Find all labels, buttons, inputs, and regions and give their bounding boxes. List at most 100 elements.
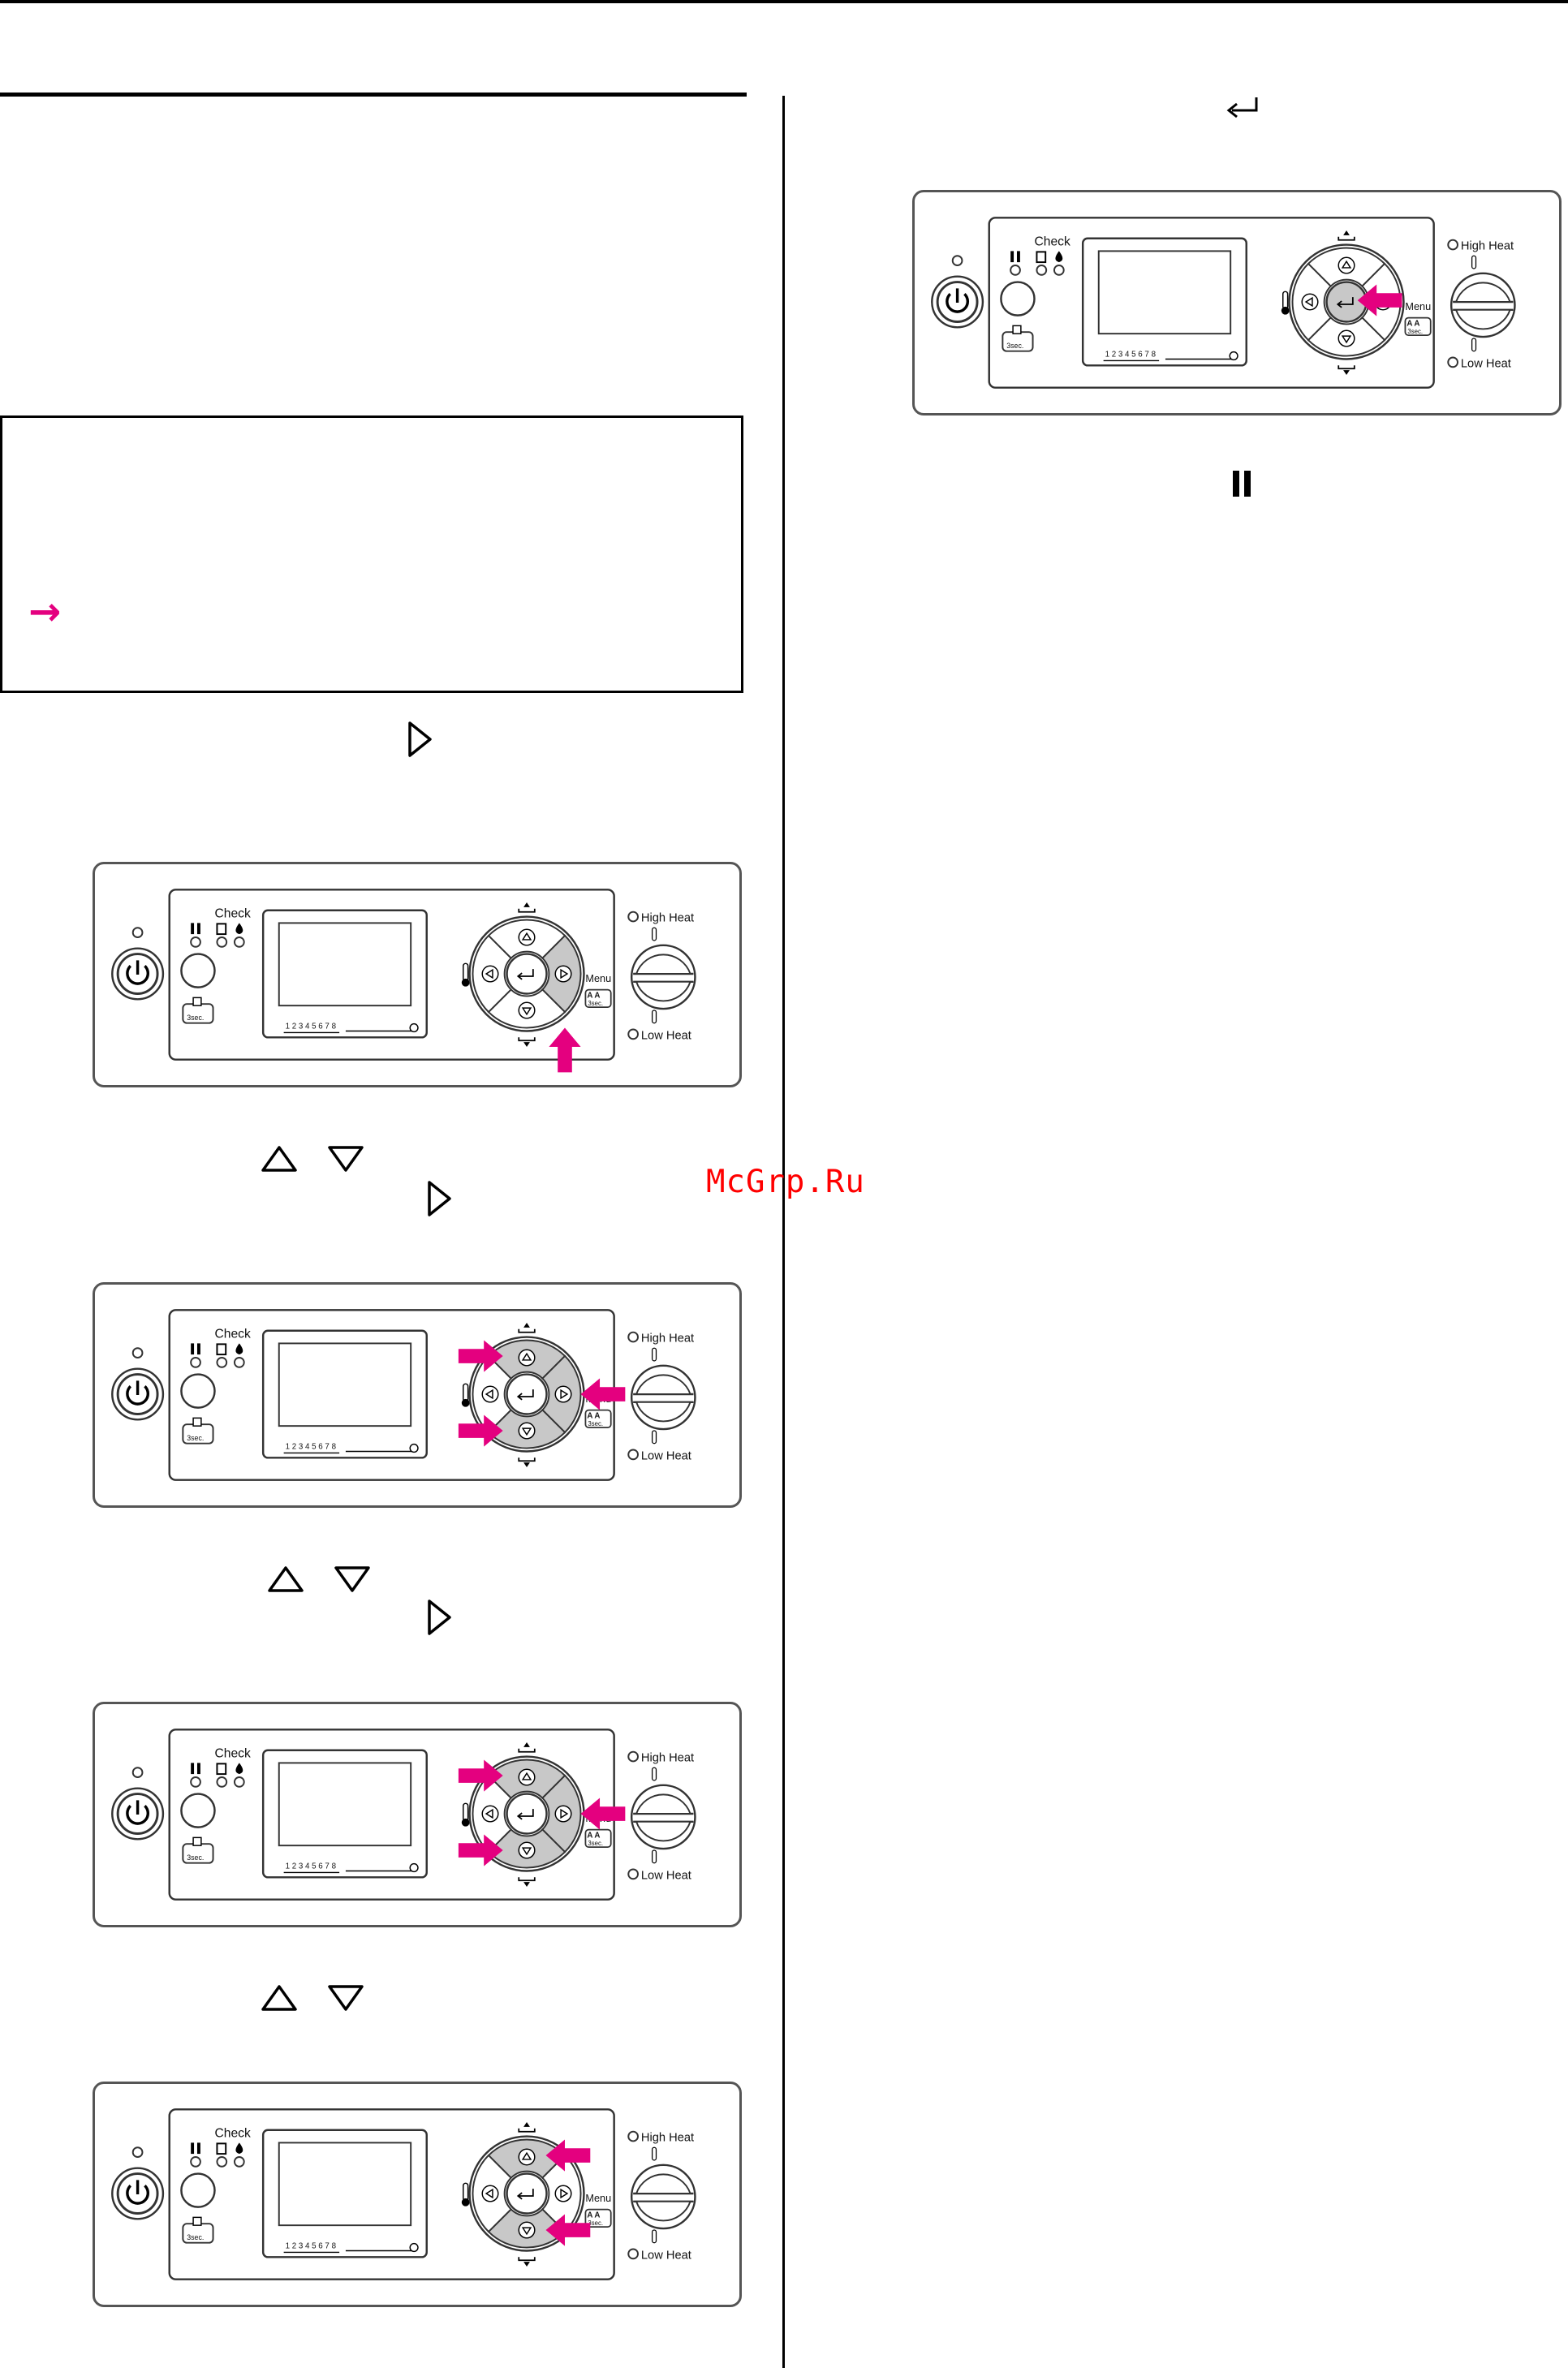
left-button-icon	[481, 2185, 499, 2202]
pause-button	[180, 1793, 216, 1828]
roll-down-arrow	[1343, 370, 1350, 376]
high-heat-led	[627, 1331, 639, 1343]
ink-led	[233, 2156, 245, 2168]
roll-up-icon	[518, 2128, 536, 2133]
aa-label: A A	[587, 1411, 600, 1420]
heater-down-half	[635, 1401, 691, 1423]
right-triangle-icon	[408, 721, 432, 757]
power-icon	[126, 2185, 149, 2205]
ink-led	[1053, 265, 1065, 276]
menu-button	[584, 988, 612, 1008]
up-triangle-icon	[261, 1146, 297, 1172]
three-sec-label: 3sec.	[187, 1434, 204, 1442]
thermometer-bulb	[461, 978, 470, 987]
down-triangle-icon	[521, 1847, 532, 1856]
thermometer-bulb	[461, 1398, 470, 1407]
up-triangle-icon	[261, 1985, 297, 2011]
menu-button	[584, 2208, 612, 2228]
pink-arrow-icon	[458, 1340, 503, 1372]
paper-led	[216, 936, 228, 948]
power-icon	[126, 1805, 149, 1825]
ink-drop-icon	[1055, 251, 1063, 263]
trash-icon	[192, 1836, 202, 1846]
high-heat-led	[627, 911, 639, 923]
high-heat-led	[627, 2130, 639, 2142]
lcd-screen	[278, 1342, 412, 1427]
up-triangle-icon	[521, 2151, 532, 2160]
paper-icon	[216, 1763, 227, 1776]
pause-button	[180, 953, 216, 988]
up-triangle-icon	[521, 1772, 532, 1780]
power-icon	[126, 1385, 149, 1406]
ink-led	[233, 1357, 245, 1368]
power-led	[951, 255, 963, 266]
pink-arrow-icon	[1357, 284, 1402, 316]
ink-drop-icon	[235, 923, 243, 935]
heat-down-icon	[651, 1430, 657, 1444]
menu-label: Menu	[585, 2192, 611, 2204]
high-heat-label: High Heat	[1461, 239, 1514, 252]
indicator-scale: 1 2 3 4 5 6 7 8	[286, 1023, 336, 1031]
ink-drop-icon	[235, 1763, 243, 1775]
right-triangle-icon	[428, 1599, 451, 1635]
high-heat-label: High Heat	[641, 2131, 694, 2144]
note-arrow-icon: →	[28, 589, 62, 635]
indicator-scale: 1 2 3 4 5 6 7 8	[1105, 351, 1156, 360]
down-button-icon	[1338, 329, 1355, 347]
paper-led	[216, 1776, 228, 1788]
note-box: →	[0, 415, 743, 693]
heater-up-half	[1454, 282, 1511, 303]
pink-arrow-icon	[549, 1027, 581, 1073]
heater-down-half	[635, 980, 691, 1002]
thermometer-bulb	[461, 2198, 470, 2207]
pause-led-icon	[1016, 251, 1020, 263]
heater-up-half	[635, 1374, 691, 1395]
up-triangle-icon	[268, 1566, 304, 1592]
three-sec-label: 3sec.	[1006, 342, 1023, 350]
paper-icon	[216, 1343, 227, 1356]
low-heat-led	[627, 1868, 639, 1880]
pause-led-icon	[191, 1343, 195, 1355]
right-button-icon	[554, 2185, 572, 2202]
pause-led-icon	[196, 1343, 200, 1355]
aa-label: A A	[587, 991, 600, 1000]
lcd-screen	[278, 2142, 412, 2227]
heat-up-icon	[651, 2146, 657, 2161]
enter-icon	[519, 969, 534, 977]
left-button-icon	[481, 1385, 499, 1403]
enter-icon-head	[516, 2192, 523, 2200]
column-divider	[782, 96, 785, 2368]
up-button-icon	[518, 1768, 536, 1786]
low-heat-led	[627, 1028, 639, 1040]
power-icon	[126, 965, 149, 985]
take-up-indicator	[409, 2242, 419, 2253]
pause-led-icon	[1010, 251, 1014, 263]
roll-down-icon	[1338, 365, 1355, 370]
menu-three-sec-label: 3sec.	[588, 2219, 603, 2227]
menu-label: Menu	[1405, 300, 1431, 312]
thermometer-icon	[463, 1383, 469, 1402]
menu-three-sec-label: 3sec.	[588, 1000, 603, 1007]
heater-down-half	[635, 1820, 691, 1842]
heater-down-half	[1454, 308, 1511, 330]
up-triangle-icon	[521, 932, 532, 941]
roll-down-arrow	[523, 1882, 530, 1888]
check-label: Check	[1035, 235, 1071, 249]
enter-icon-head	[516, 972, 523, 980]
low-heat-label: Low Heat	[641, 2249, 691, 2262]
low-heat-led	[627, 1449, 639, 1461]
trash-icon	[192, 1417, 202, 1427]
menu-button	[584, 1828, 612, 1848]
pause-led-icon	[196, 1763, 200, 1775]
roll-down-icon	[518, 2257, 536, 2262]
pause-led	[190, 936, 201, 948]
three-sec-label: 3sec.	[187, 1014, 204, 1022]
check-label: Check	[215, 2127, 252, 2141]
paper-icon	[1036, 251, 1047, 264]
enter-icon-head	[1336, 300, 1342, 308]
roll-down-icon	[518, 1037, 536, 1042]
